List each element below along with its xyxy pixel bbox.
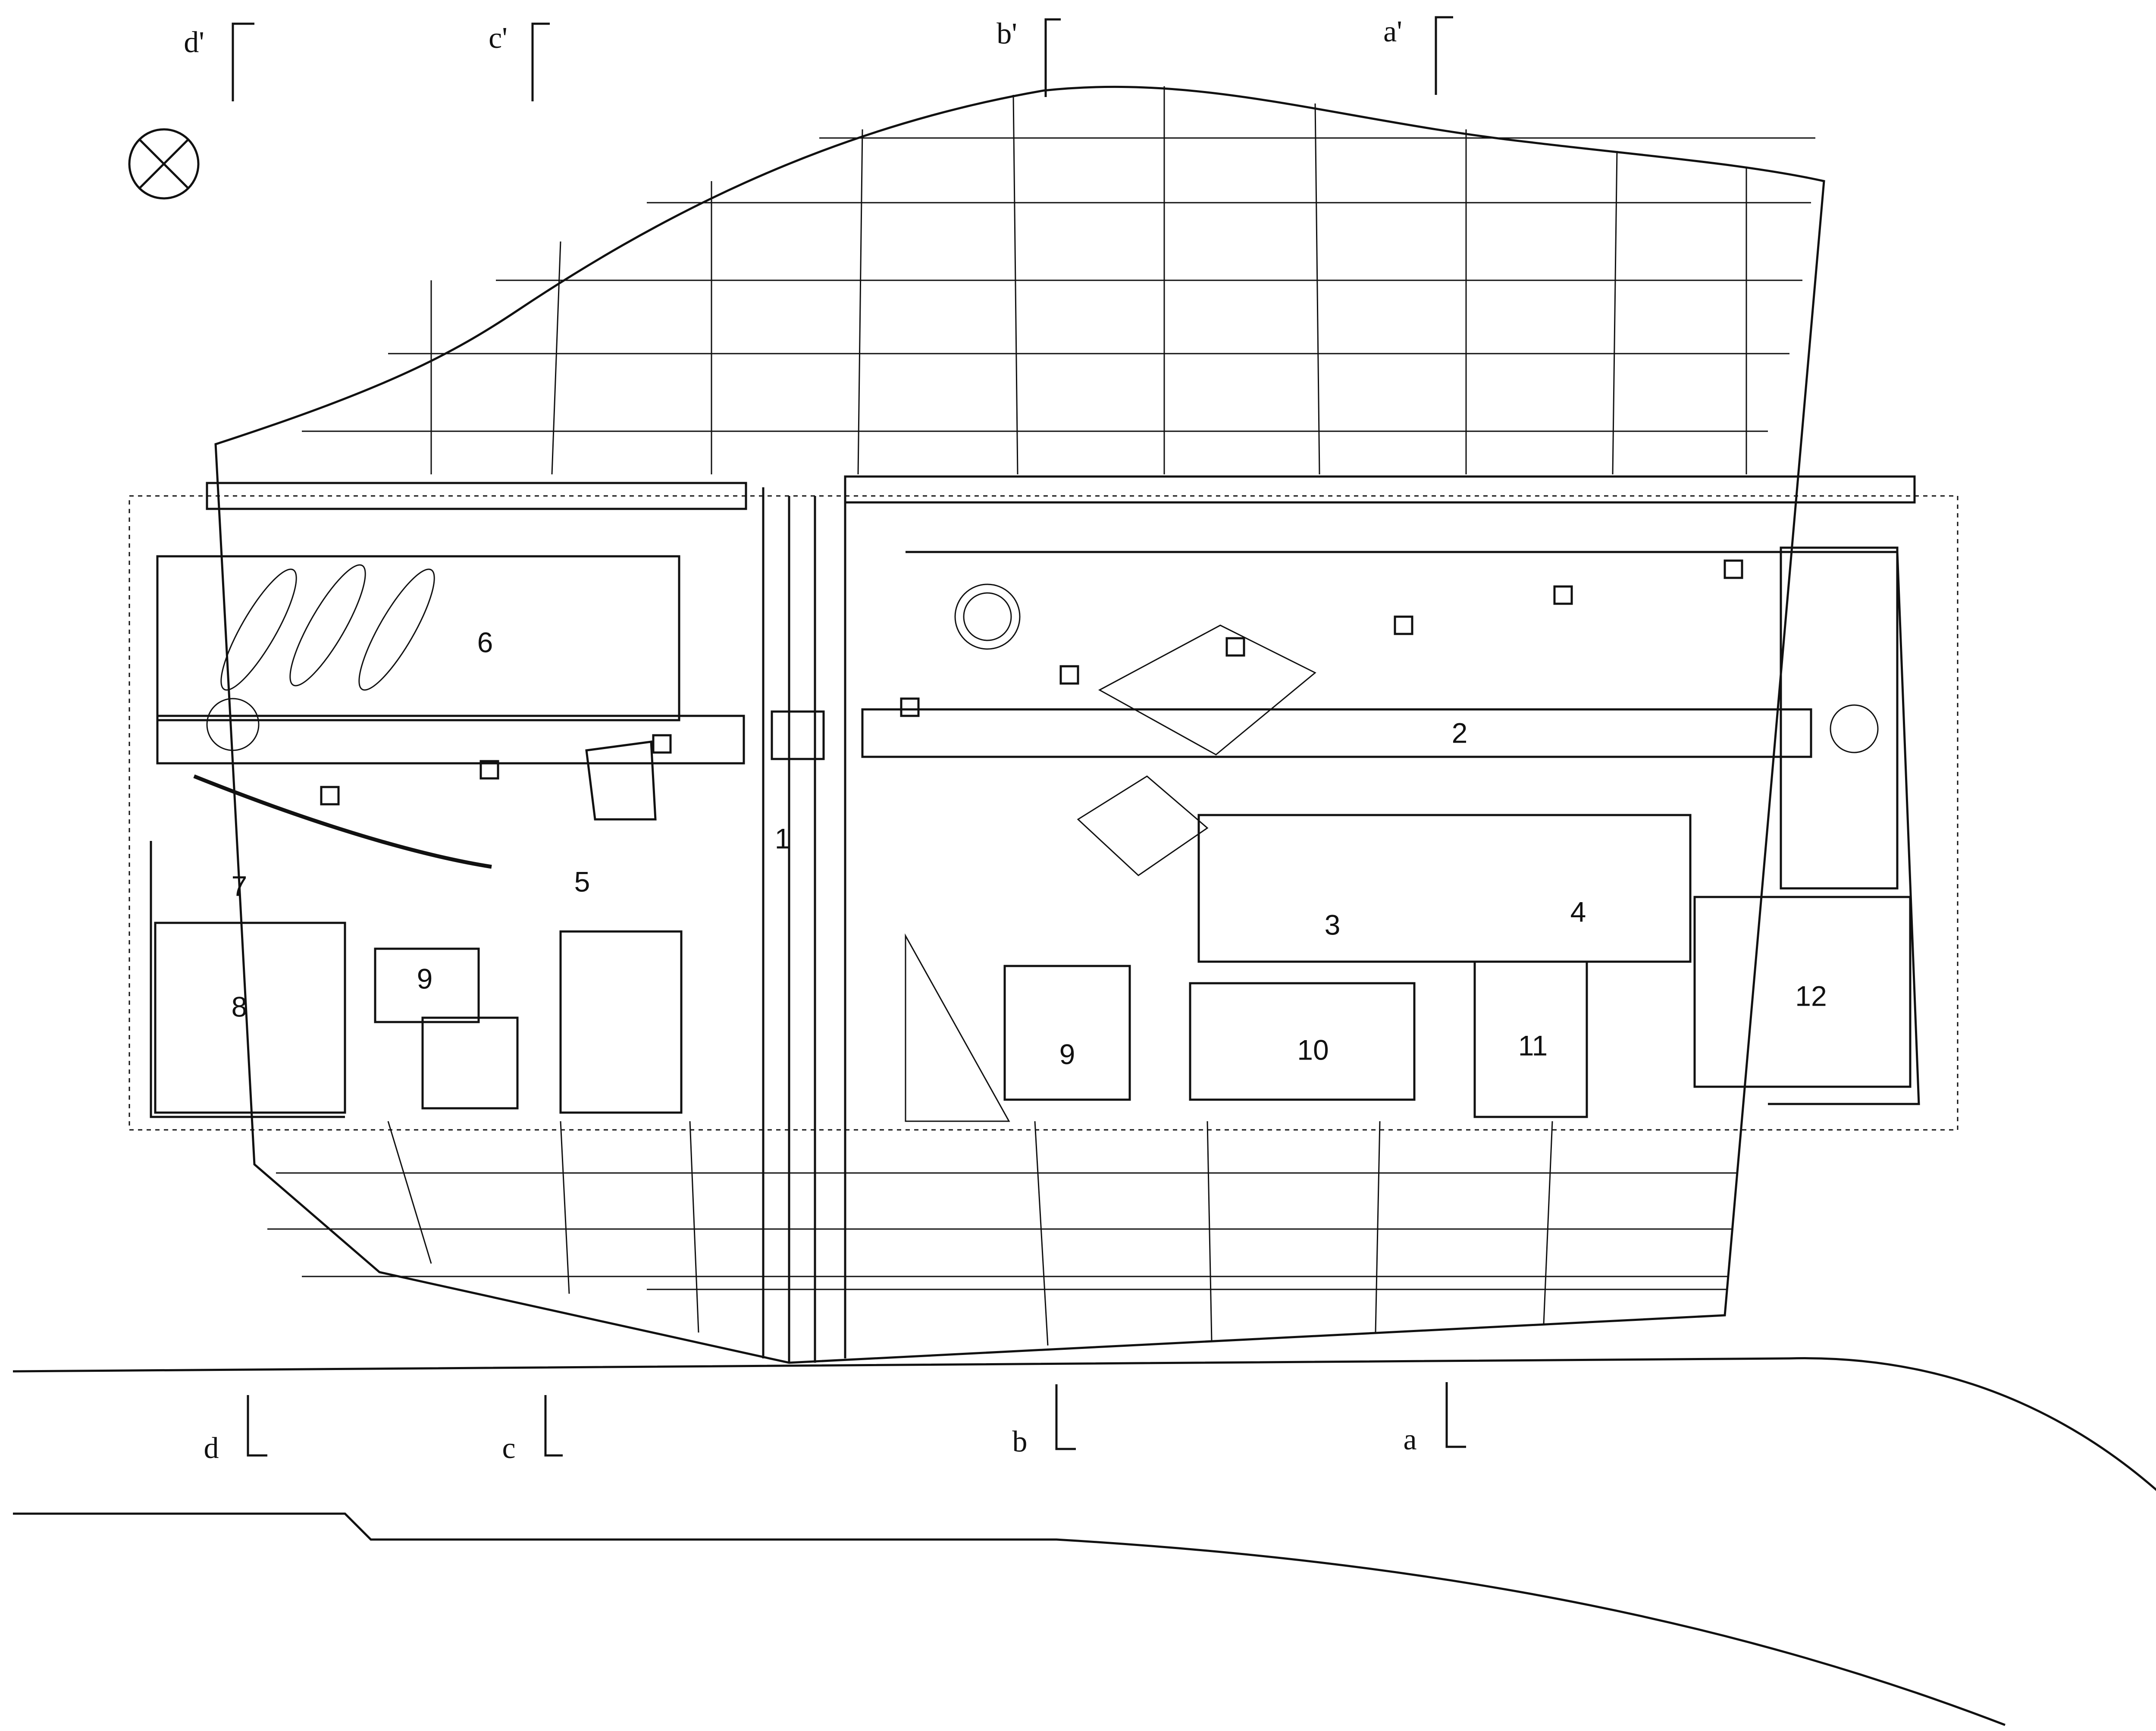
section-markers-top: d' c' b' a' [184, 15, 1453, 101]
room-label-6: 6 [477, 626, 493, 658]
room-label-11: 11 [1518, 1029, 1548, 1061]
section-label-c: c [502, 1432, 515, 1465]
building-boundary [128, 495, 1959, 1131]
section-label-d-prime: d' [184, 26, 204, 59]
room-label-2: 2 [1452, 717, 1468, 749]
room-labels: 1 2 3 4 5 6 7 8 9 9 10 11 12 [232, 626, 1827, 1070]
room-label-7: 7 [232, 870, 248, 902]
room-label-12: 12 [1795, 980, 1827, 1012]
room-label-4: 4 [1570, 896, 1586, 928]
room-label-8: 8 [232, 991, 248, 1022]
section-label-a: a [1403, 1423, 1416, 1456]
site-outline [214, 85, 1825, 1364]
section-label-d: d [204, 1432, 219, 1465]
road [13, 1357, 2156, 1726]
room-label-9a: 9 [417, 963, 433, 994]
left-wing [150, 555, 683, 1118]
room-label-3: 3 [1325, 909, 1341, 941]
exhibit-objects [206, 564, 1879, 1122]
section-label-c-prime: c' [489, 22, 508, 55]
room-label-9b: 9 [1059, 1038, 1075, 1070]
central-corridor [762, 487, 846, 1363]
section-label-b: b [1012, 1425, 1028, 1458]
columns [320, 559, 1743, 806]
right-wing [906, 546, 1920, 1118]
section-markers-bottom: d c b a [204, 1382, 1466, 1465]
room-label-5: 5 [574, 866, 590, 897]
section-label-a-prime: a' [1383, 15, 1402, 48]
section-label-b-prime: b' [997, 17, 1017, 50]
room-label-10: 10 [1297, 1034, 1329, 1066]
room-label-1: 1 [775, 822, 791, 854]
roof-grid [267, 86, 1815, 1346]
north-arrow-icon [128, 128, 200, 200]
